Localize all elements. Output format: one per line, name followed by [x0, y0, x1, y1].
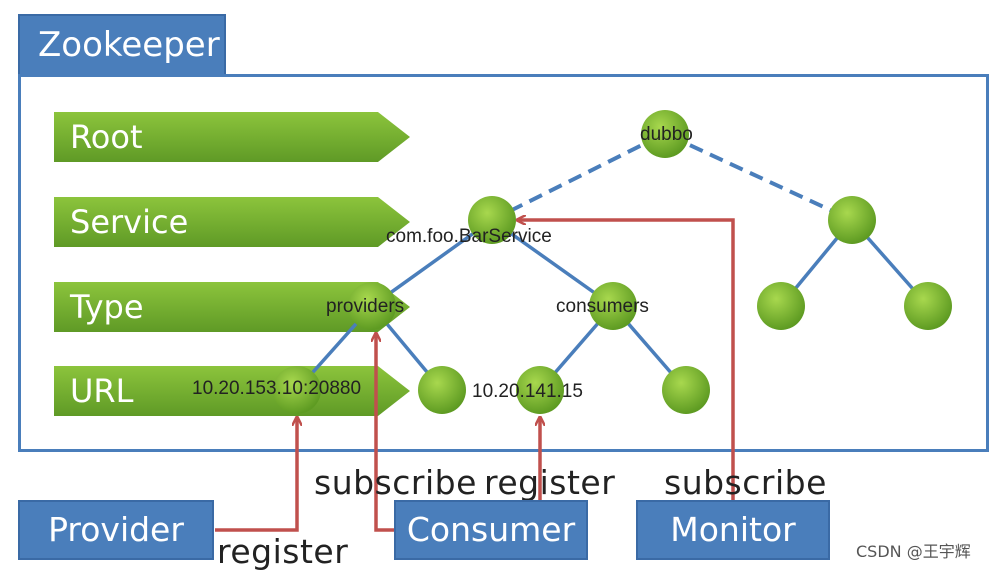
node-provider-url	[273, 366, 321, 414]
label-consumers: consumers	[556, 296, 649, 317]
level-root: Root	[54, 112, 410, 162]
label-consumer-register: register	[484, 463, 616, 502]
monitor-box: Monitor	[636, 500, 830, 560]
node-service2-child2	[904, 282, 952, 330]
edge-service-consumers	[490, 218, 615, 308]
edge-dubbo-service2	[669, 134, 853, 222]
csdn-watermark: CSDN @王宇辉	[856, 542, 971, 561]
label-monitor-subscribe: subscribe	[664, 463, 827, 502]
node-consumers-child2	[662, 366, 710, 414]
edge-dubbo-service	[491, 134, 661, 222]
label-consumer-url: 10.20.141.15	[472, 381, 583, 402]
consumer-box: Consumer	[394, 500, 588, 560]
node-service2	[828, 196, 876, 244]
node-consumers	[589, 282, 637, 330]
label-provider-register: register	[217, 532, 349, 571]
label-service: com.foo.BarService	[386, 226, 552, 247]
label-dubbo: dubbo	[640, 124, 693, 145]
label-providers: providers	[326, 296, 405, 317]
node-providers-child2	[418, 366, 466, 414]
node-service	[468, 196, 516, 244]
label-provider-url: 10.20.153.10:20880	[192, 378, 362, 399]
edge-service-providers	[370, 218, 494, 308]
label-consumer-subscribe: subscribe	[314, 463, 477, 502]
arrow-consumer-subscribe	[376, 334, 400, 532]
arrow-monitor-subscribe	[518, 220, 735, 500]
zookeeper-title: Zookeeper	[18, 14, 226, 76]
level-url: URL	[54, 366, 410, 416]
node-dubbo	[641, 110, 689, 158]
node-consumer-url	[516, 366, 564, 414]
provider-box: Provider	[18, 500, 214, 560]
node-providers	[348, 282, 396, 330]
node-service2-child1	[757, 282, 805, 330]
level-service: Service	[54, 197, 410, 247]
arrow-provider-register	[215, 418, 297, 532]
